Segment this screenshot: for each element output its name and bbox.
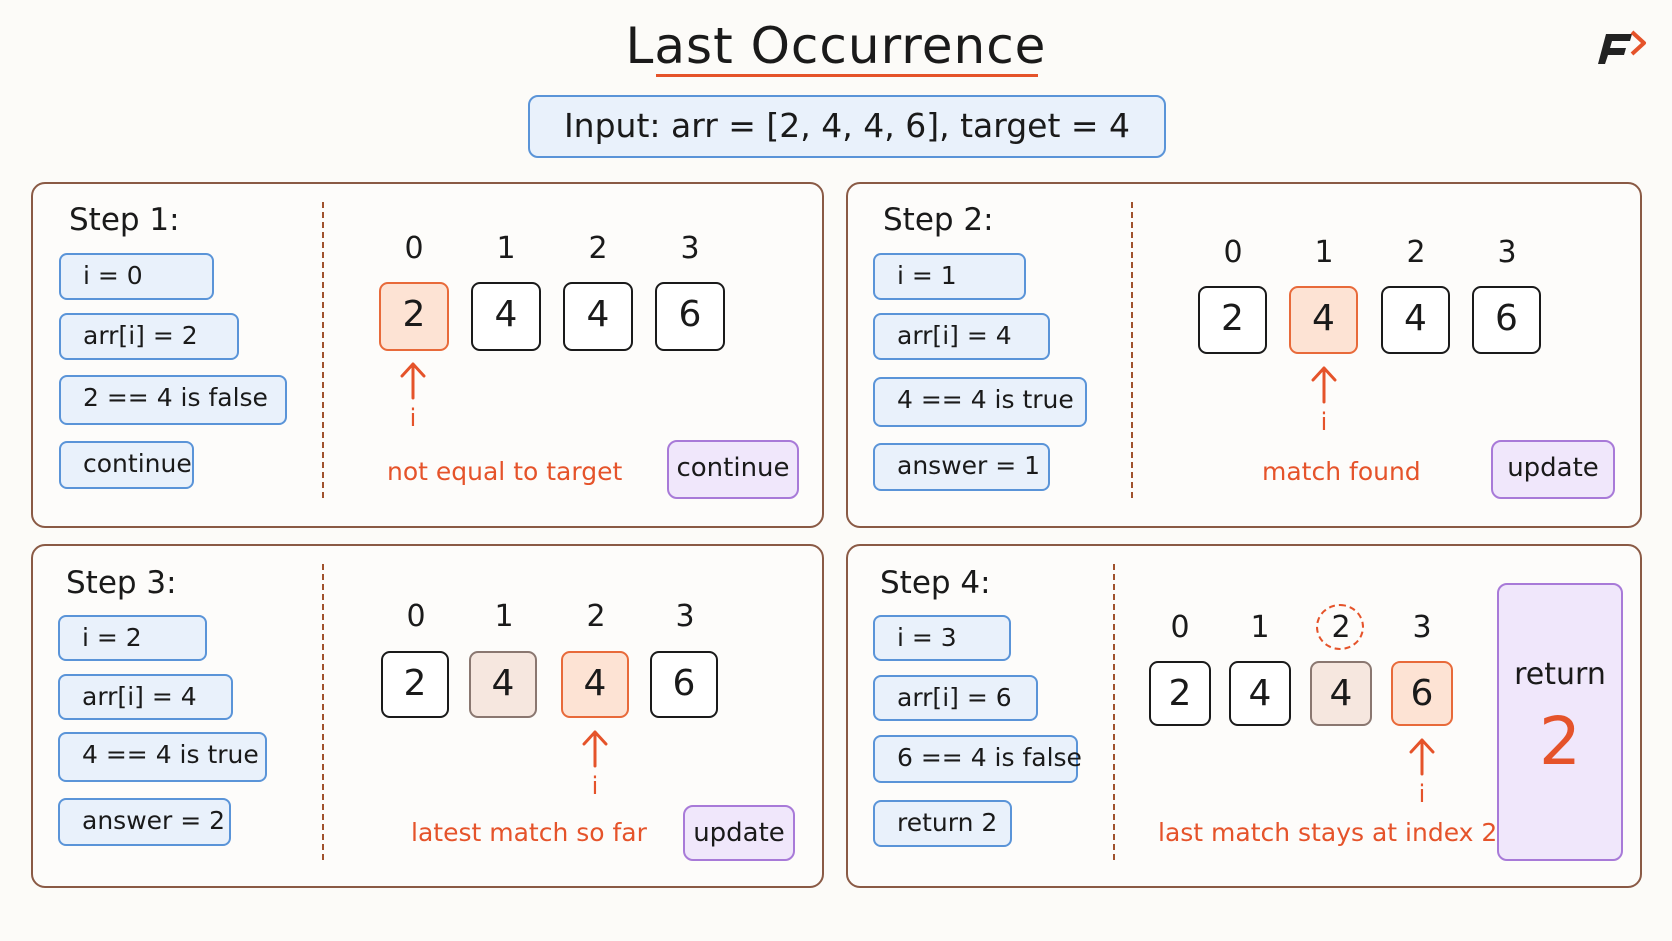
step-4-index-1: 1 [1250, 610, 1270, 645]
step-1-index-2: 2 [588, 231, 608, 266]
brand-logo-icon [1598, 30, 1646, 64]
step-3-cell-1: 4 [469, 651, 537, 718]
step-3-index-2: 2 [586, 599, 606, 634]
step-2-cell-1: 4 [1289, 286, 1358, 354]
step-2-index-3: 3 [1497, 235, 1517, 270]
step-1-title: Step 1: [69, 202, 180, 238]
step-4-title: Step 4: [880, 565, 991, 601]
step-2-info-i: i = 1 [873, 253, 1026, 300]
step-3-action-button: update [683, 805, 795, 861]
page-title: Last Occurrence [625, 17, 1047, 75]
step-3-pointer-label: i [592, 772, 599, 798]
step-3-index-0: 0 [406, 599, 426, 634]
step-4-cell-0: 2 [1149, 661, 1211, 726]
step-4-info-i: i = 3 [873, 615, 1011, 661]
step-2-info-result: answer = 1 [873, 443, 1050, 491]
step-2-pointer-label: i [1321, 408, 1328, 434]
return-value: 2 [1539, 703, 1581, 780]
step-2-index-2: 2 [1406, 235, 1426, 270]
input-box: Input: arr = [2, 4, 4, 6], target = 4 [528, 95, 1166, 158]
step-4-pointer-label: i [1419, 780, 1426, 806]
step-3-cell-3: 6 [650, 651, 718, 718]
step-4-index-2: 2 [1331, 610, 1351, 645]
step-1-cell-0: 2 [379, 282, 449, 351]
step-1-pointer-label: i [410, 404, 417, 430]
step-2-pointer-arrow-icon: i [1311, 366, 1337, 434]
step-4-info-compare: 6 == 4 is false [873, 735, 1082, 783]
step-2-cell-3: 6 [1472, 286, 1541, 354]
step-3-note: latest match so far [411, 818, 647, 847]
step-2-index-0: 0 [1223, 235, 1243, 270]
step-1-cell-1: 4 [471, 282, 541, 351]
step-2-note: match found [1262, 457, 1421, 486]
step-1-cell-3: 6 [655, 282, 725, 351]
step-1-info-result: continue [59, 441, 194, 489]
step-3-info-compare: 4 == 4 is true [58, 732, 267, 782]
step-3-pointer-arrow-icon: i [582, 730, 608, 798]
step-4-index-3: 3 [1412, 610, 1432, 645]
step-2-cell-2: 4 [1381, 286, 1450, 354]
step-1-index-0: 0 [404, 231, 424, 266]
step-4-index-0: 0 [1170, 610, 1190, 645]
step-2-action-button: update [1491, 440, 1615, 499]
step-1-info-compare: 2 == 4 is false [59, 375, 287, 425]
step-2-index-1: 1 [1314, 235, 1334, 270]
title-underline [656, 74, 1038, 77]
step-1-divider [322, 202, 324, 498]
step-4-note: last match stays at index 2 [1158, 818, 1498, 847]
step-4-cell-2: 4 [1310, 661, 1372, 726]
step-1-index-1: 1 [496, 231, 516, 266]
step-3-index-1: 1 [494, 599, 514, 634]
step-3-divider [322, 564, 324, 860]
step-3-index-3: 3 [675, 599, 695, 634]
step-1-pointer-arrow-icon: i [400, 362, 426, 430]
step-2-title: Step 2: [883, 202, 994, 238]
step-1-action-button: continue [667, 440, 799, 499]
step-3-info-result: answer = 2 [58, 798, 231, 846]
step-2-info-value: arr[i] = 4 [873, 313, 1050, 360]
step-4-cell-1: 4 [1229, 661, 1291, 726]
step-3-cell-0: 2 [381, 651, 449, 718]
step-4-info-value: arr[i] = 6 [873, 675, 1038, 721]
step-1-note: not equal to target [387, 457, 623, 486]
step-1-cell-2: 4 [563, 282, 633, 351]
step-1-info-i: i = 0 [59, 253, 214, 300]
step-2-divider [1131, 202, 1133, 498]
step-4-divider [1113, 564, 1115, 860]
step-4-pointer-arrow-icon: i [1409, 738, 1435, 806]
step-3-cell-2: 4 [561, 651, 629, 718]
step-4-cell-3: 6 [1391, 661, 1453, 726]
step-3-info-value: arr[i] = 4 [58, 674, 233, 720]
step-1-info-value: arr[i] = 2 [59, 313, 239, 360]
step-4-return-box: return 2 [1497, 583, 1623, 861]
step-1-index-3: 3 [680, 231, 700, 266]
return-label: return [1514, 657, 1606, 692]
step-3-title: Step 3: [66, 565, 177, 601]
step-4-info-result: return 2 [873, 800, 1012, 847]
step-2-cell-0: 2 [1198, 286, 1267, 354]
step-4-highlight-ring [1316, 604, 1364, 650]
step-3-info-i: i = 2 [58, 615, 207, 661]
step-2-info-compare: 4 == 4 is true [873, 377, 1087, 427]
